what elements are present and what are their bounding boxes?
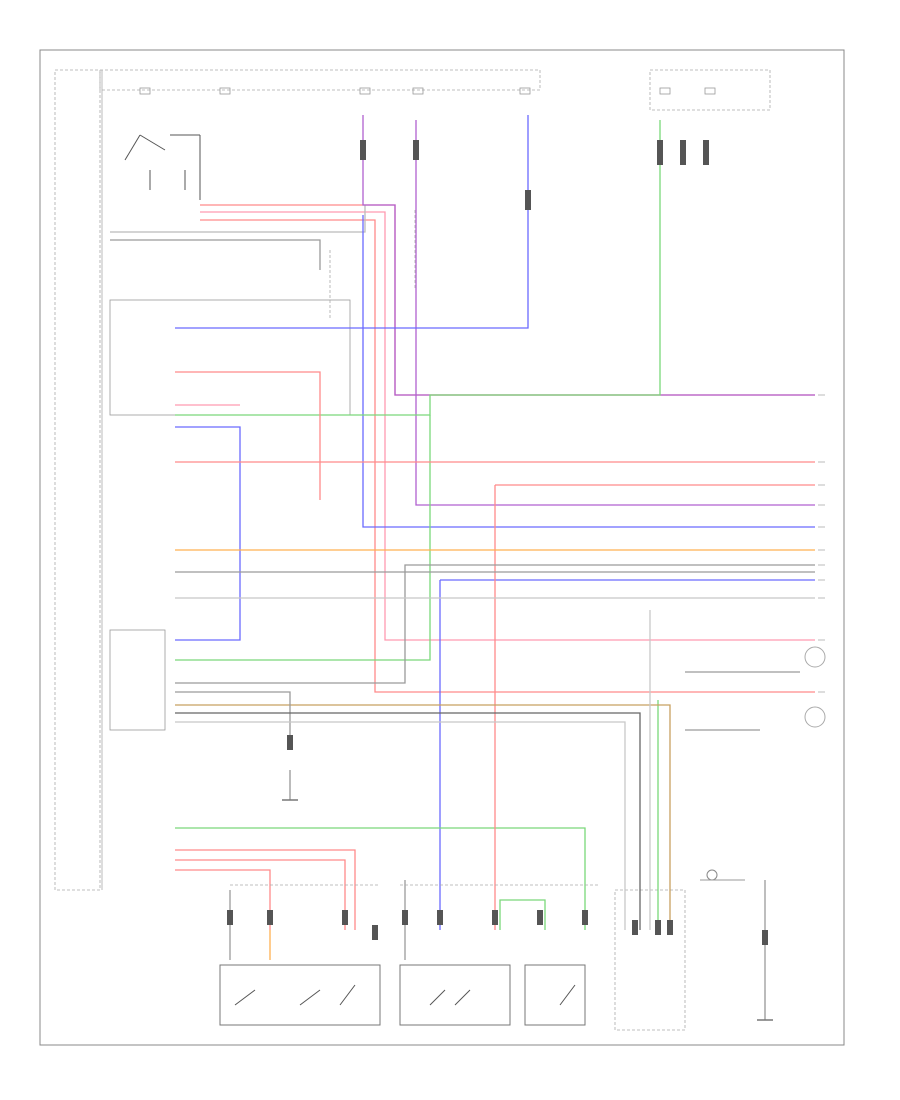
wire-red-4 <box>175 371 321 500</box>
wire-lightgray-1 <box>175 721 626 930</box>
fuse-block-right <box>649 69 771 111</box>
wire-gray-4 <box>175 564 815 684</box>
multiplex-network-control-unit <box>109 299 351 416</box>
wire-red-7 <box>175 849 356 930</box>
wire-green-4 <box>499 899 546 930</box>
wire-set <box>110 115 815 990</box>
left-harness-connector <box>54 69 101 891</box>
wire-blue-2 <box>362 215 815 528</box>
wire-green-2 <box>175 415 431 661</box>
ground-point-left <box>282 770 298 801</box>
wire-gray-2 <box>110 205 366 233</box>
fuse-row <box>139 87 716 95</box>
door-lock-actuator <box>524 964 586 1026</box>
dashed-traces <box>230 210 600 886</box>
wire-black-1 <box>175 712 641 930</box>
driver-door-switch <box>399 964 511 1026</box>
ignition-switch <box>124 134 201 200</box>
wire-pink-1 <box>200 211 815 641</box>
left-front-door-lock-switch <box>219 964 381 1026</box>
wire-blue-3 <box>175 426 241 641</box>
wire-brown-1 <box>175 704 671 930</box>
fuse-block-top <box>99 69 541 91</box>
wire-red-2 <box>200 219 815 693</box>
ground-connector-top <box>700 869 745 881</box>
wire-red-9 <box>175 869 271 930</box>
ground-point-right <box>757 990 773 1021</box>
right-front-door-speaker <box>804 706 826 728</box>
wire-gray-1 <box>110 239 321 270</box>
connector-markers <box>227 140 768 945</box>
wire-violet-1 <box>362 115 815 396</box>
diagram-frame <box>39 49 845 1046</box>
driver-door-junction <box>109 629 166 731</box>
bottom-switches <box>234 984 576 1006</box>
wire-red-8 <box>175 859 346 930</box>
left-front-door-speaker <box>804 646 826 668</box>
wire-green-1 <box>175 120 661 416</box>
wire-gray-5 <box>175 691 291 740</box>
wire-blue-1 <box>175 115 529 329</box>
wire-green-3 <box>175 827 586 930</box>
right-terminals <box>818 394 825 693</box>
wire-violet-2 <box>415 120 815 506</box>
